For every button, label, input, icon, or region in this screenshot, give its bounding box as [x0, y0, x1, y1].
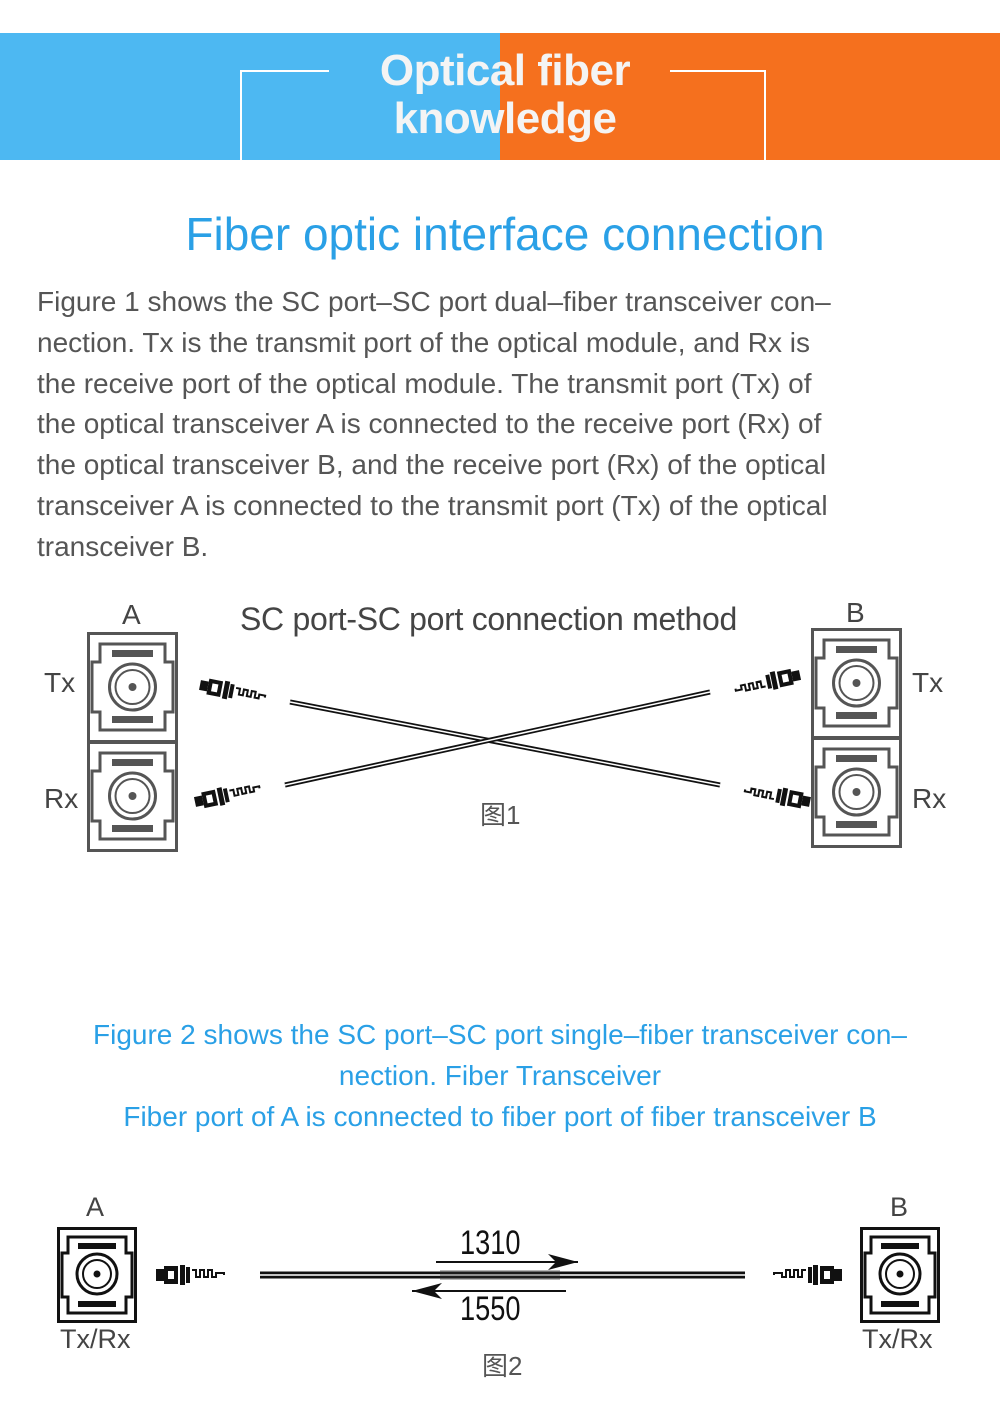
a-tx-label: Tx: [44, 667, 76, 698]
paragraph-line: the optical transceiver B, and the recei…: [37, 449, 827, 481]
device-a-sc-port: [57, 1227, 137, 1323]
fiber-connector-icon: [734, 668, 802, 692]
banner-frame-line: [240, 70, 329, 72]
paragraph-line: the optical transceiver A is connected t…: [37, 408, 822, 440]
device-a-sc-ports: [87, 632, 178, 852]
paragraph-line: the receive port of the optical module. …: [37, 367, 812, 399]
device-a-label: A: [122, 599, 141, 630]
device-b-label: B: [846, 597, 865, 628]
paragraph-figure1-description: Figure 1 shows the SC port–SC port dual–…: [37, 282, 987, 568]
banner-blue-half: [0, 33, 500, 160]
forward-wavelength-label: 1310: [460, 1224, 521, 1262]
reverse-wavelength-label: 1550: [460, 1290, 521, 1328]
sc-port-icon: [87, 632, 178, 743]
figure-2-caption: 图2: [482, 1351, 523, 1381]
sc-port-icon: [87, 741, 178, 852]
fiber-connector-icon: [199, 678, 267, 700]
paragraph-line: nection. Tx is the transmit port of the …: [37, 326, 810, 358]
paragraph-line: nection. Fiber Transceiver: [338, 1060, 662, 1091]
fiber-connector-icon: [193, 785, 261, 809]
fiber-cable-a-rx-to-b-tx: [193, 668, 802, 809]
fiber-connector-icon: [156, 1265, 225, 1285]
paragraph-line: transceiver A is connected to the transm…: [37, 489, 828, 521]
a-port-label: Tx/Rx: [60, 1324, 131, 1354]
paragraph-line: Figure 2 shows the SC port–SC port singl…: [93, 1019, 907, 1050]
forward-arrow-icon: [436, 1254, 578, 1270]
banner-title-line1: Optical fiber: [379, 46, 631, 95]
sc-port-icon: [811, 628, 902, 739]
reverse-arrow-icon: [412, 1283, 566, 1299]
device-a-label: A: [86, 1192, 105, 1222]
a-rx-label: Rx: [44, 783, 79, 814]
device-b-label: B: [890, 1192, 909, 1222]
banner-frame-line: [670, 70, 766, 72]
banner-orange-half: [500, 33, 1000, 160]
figure-1-caption: 图1: [480, 800, 521, 830]
paragraph-figure2-description: Figure 2 shows the SC port–SC port singl…: [0, 1014, 1000, 1137]
fiber-cable-a-tx-to-b-rx: [199, 678, 811, 809]
figure-1-dual-fiber-diagram: SC port-SC port connection method A B Tx…: [0, 595, 1000, 865]
section-title: Fiber optic interface connection: [185, 208, 825, 260]
b-rx-label: Rx: [912, 783, 947, 814]
crossed-fiber-cables: [193, 668, 811, 809]
device-b-sc-port: [860, 1227, 940, 1323]
paragraph-line: Figure 1 shows the SC port–SC port dual–…: [37, 286, 831, 317]
banner-title-line2: knowledge: [393, 94, 617, 143]
banner-title: Optical fiber knowledge: [300, 47, 710, 143]
device-b-sc-ports: [811, 628, 902, 848]
fiber-connector-icon: [773, 1265, 842, 1285]
b-tx-label: Tx: [912, 667, 944, 698]
banner-frame: [240, 70, 766, 180]
b-port-label: Tx/Rx: [862, 1324, 933, 1354]
figure-2-single-fiber-diagram: A B Tx/Rx Tx/Rx: [0, 1190, 1000, 1390]
fiber-connector-icon: [743, 787, 811, 809]
single-fiber-cable: [156, 1254, 842, 1299]
header-banner: Optical fiber knowledge: [0, 33, 1000, 180]
paragraph-line: Fiber port of A is connected to fiber po…: [123, 1101, 877, 1132]
figure-1-title: SC port-SC port connection method: [240, 601, 738, 637]
sc-port-icon: [811, 737, 902, 848]
paragraph-line: transceiver B.: [37, 530, 209, 562]
